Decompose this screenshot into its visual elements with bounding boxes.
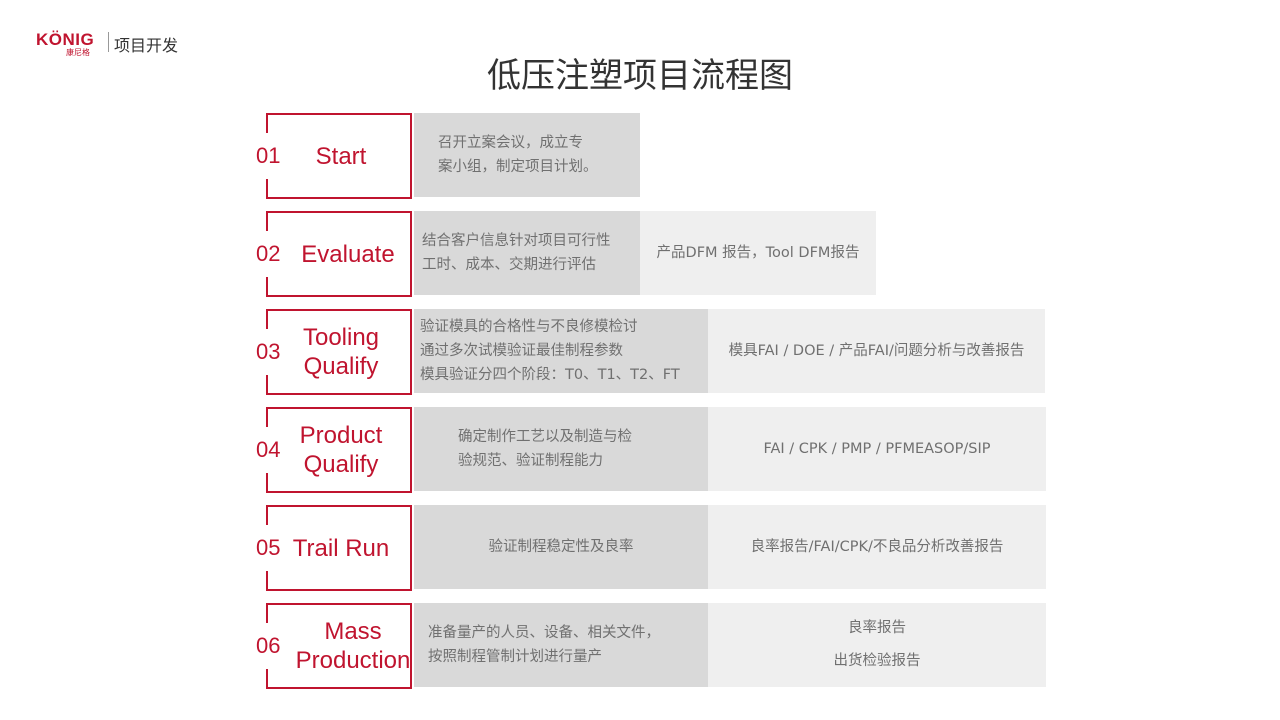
step-description: 结合客户信息针对项目可行性 工时、成本、交期进行评估 xyxy=(414,211,640,295)
step-number: 01 xyxy=(256,143,281,168)
department-label: 项目开发 xyxy=(114,36,179,55)
step-output: FAI / CPK / PMP / PFMEASOP/SIP xyxy=(708,407,1046,491)
step-output: 良率报告 出货检验报告 xyxy=(708,603,1046,687)
step-bracket xyxy=(266,505,412,591)
logo-brand: KÖNIG xyxy=(36,30,95,49)
step-description: 召开立案会议，成立专 案小组，制定项目计划。 xyxy=(414,113,640,197)
step-stage: Trail Run xyxy=(292,534,390,562)
step-bracket xyxy=(266,113,412,199)
step-number: 05 xyxy=(256,535,281,560)
step-description: 验证模具的合格性与不良修模检讨 通过多次试模验证最佳制程参数 模具验证分四个阶段… xyxy=(414,309,708,393)
step-stage: Product Qualify xyxy=(299,422,383,478)
step-bracket xyxy=(266,211,412,297)
step-bracket xyxy=(266,407,412,493)
step-output: 良率报告/FAI/CPK/不良品分析改善报告 xyxy=(708,505,1046,589)
page-title: 低压注塑项目流程图 xyxy=(487,56,793,96)
step-stage: Mass Production xyxy=(295,618,411,674)
step-stage: Start xyxy=(315,142,367,170)
logo-divider xyxy=(108,32,109,52)
step-number: 03 xyxy=(256,339,281,364)
step-stage: Evaluate xyxy=(301,240,395,268)
step-number: 04 xyxy=(256,437,281,462)
step-bracket xyxy=(266,603,412,689)
step-output: 产品DFM 报告，Tool DFM报告 xyxy=(640,211,876,295)
step-description: 验证制程稳定性及良率 xyxy=(414,505,708,589)
step-number: 02 xyxy=(256,241,281,266)
logo-brand-sub: 康尼格 xyxy=(66,48,90,57)
step-description: 准备量产的人员、设备、相关文件， 按照制程管制计划进行量产 xyxy=(414,603,708,687)
step-number: 06 xyxy=(256,633,281,658)
step-stage: Tooling Qualify xyxy=(302,324,380,380)
step-bracket xyxy=(266,309,412,395)
step-output: 模具FAI / DOE / 产品FAI/问题分析与改善报告 xyxy=(708,309,1045,393)
step-description: 确定制作工艺以及制造与检 验规范、验证制程能力 xyxy=(414,407,708,491)
